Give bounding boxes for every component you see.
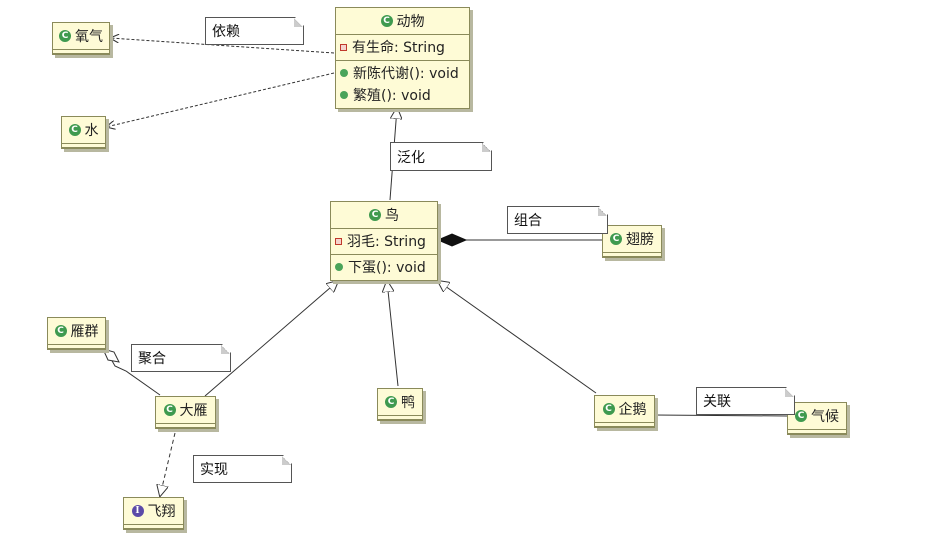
class-duck[interactable]: C 鸭 [377, 388, 423, 421]
class-bird-header: C 鸟 [331, 202, 437, 228]
attribute-row: 有生命: String [340, 36, 465, 58]
class-goose-flock-name: 雁群 [70, 324, 99, 340]
operation-row: 繁殖(): void [340, 84, 465, 106]
class-icon: C [68, 124, 81, 136]
operation-text: 繁殖(): void [353, 88, 431, 104]
class-icon: C [795, 410, 807, 422]
interface-fly-name: 飞翔 [147, 504, 176, 520]
association-line [653, 414, 788, 417]
class-oxygen[interactable]: C 氧气 [52, 22, 110, 55]
class-animal-name: 动物 [396, 14, 425, 30]
class-animal[interactable]: C 动物 有生命: String 新陈代谢(): void 繁殖(): void [335, 7, 470, 109]
note-aggregation-text: 聚合 [138, 351, 166, 367]
class-icon: C [59, 30, 71, 42]
note-realization[interactable]: 实现 [193, 455, 292, 483]
interface-fly[interactable]: I 飞翔 [123, 497, 184, 530]
operation-row: 下蛋(): void [335, 256, 433, 278]
class-climate-header: C 气候 [788, 403, 846, 430]
class-water-name: 水 [84, 123, 99, 139]
class-icon: C [602, 403, 615, 415]
operation-text: 下蛋(): void [348, 260, 426, 276]
class-penguin-header: C 企鹅 [595, 396, 654, 423]
note-composition[interactable]: 组合 [507, 206, 608, 234]
generalization-line-wild-goose [204, 281, 338, 397]
public-method-icon [335, 263, 343, 271]
private-field-icon [335, 237, 342, 245]
class-icon: C [369, 209, 381, 221]
note-dependency-text: 依赖 [212, 24, 240, 40]
note-generalization[interactable]: 泛化 [390, 142, 492, 171]
public-method-icon [340, 69, 348, 77]
class-icon: C [163, 404, 176, 416]
class-animal-attributes: 有生命: String [336, 34, 469, 60]
class-duck-header: C 鸭 [378, 389, 422, 416]
note-realization-text: 实现 [200, 462, 228, 478]
class-bird-attributes: 羽毛: String [331, 228, 437, 254]
generalization-line-penguin [438, 281, 597, 394]
class-wing-name: 翅膀 [626, 232, 654, 248]
dependency-line-oxygen [110, 38, 335, 54]
class-animal-operations: 新陈代谢(): void 繁殖(): void [336, 60, 469, 108]
class-bird-operations: 下蛋(): void [331, 254, 437, 280]
class-bird[interactable]: C 鸟 羽毛: String 下蛋(): void [330, 201, 438, 281]
class-icon: C [54, 325, 67, 337]
class-icon: C [380, 15, 393, 27]
class-climate-name: 气候 [811, 409, 839, 425]
private-field-icon [340, 43, 347, 51]
dependency-line-water [106, 72, 335, 127]
class-water-header: C 水 [62, 117, 105, 144]
class-duck-name: 鸭 [401, 395, 415, 411]
note-dependency[interactable]: 依赖 [205, 17, 304, 45]
class-wing[interactable]: C 翅膀 [602, 225, 662, 258]
class-wild-goose-header: C 大雁 [156, 397, 215, 424]
note-composition-text: 组合 [514, 213, 542, 229]
attribute-text: 羽毛: String [347, 234, 426, 250]
realization-line [160, 432, 176, 496]
composition-diamond [436, 233, 468, 247]
class-penguin[interactable]: C 企鹅 [594, 395, 655, 428]
interface-fly-header: I 飞翔 [124, 498, 183, 525]
class-penguin-name: 企鹅 [618, 402, 647, 418]
class-oxygen-header: C 氧气 [53, 23, 109, 50]
class-oxygen-name: 氧气 [75, 29, 103, 45]
generalization-line-duck [387, 281, 399, 387]
attribute-text: 有生命: String [352, 40, 445, 56]
operation-row: 新陈代谢(): void [340, 62, 465, 84]
note-generalization-text: 泛化 [397, 149, 425, 166]
attribute-row: 羽毛: String [335, 230, 433, 252]
class-climate[interactable]: C 气候 [787, 402, 847, 435]
class-goose-flock[interactable]: C 雁群 [47, 317, 106, 350]
interface-icon: I [131, 505, 144, 517]
note-association[interactable]: 关联 [696, 387, 795, 415]
aggregation-diamond [102, 348, 120, 363]
class-bird-name: 鸟 [385, 208, 399, 224]
class-goose-flock-header: C 雁群 [48, 318, 105, 345]
class-animal-header: C 动物 [336, 8, 469, 34]
class-wild-goose-name: 大雁 [179, 403, 208, 419]
note-association-text: 关联 [703, 394, 731, 410]
class-wing-header: C 翅膀 [603, 226, 661, 253]
public-method-icon [340, 91, 348, 99]
class-water[interactable]: C 水 [61, 116, 106, 149]
class-icon: C [610, 233, 622, 245]
class-wild-goose[interactable]: C 大雁 [155, 396, 216, 429]
operation-text: 新陈代谢(): void [353, 66, 459, 82]
note-aggregation[interactable]: 聚合 [131, 344, 231, 372]
class-icon: C [385, 396, 397, 408]
